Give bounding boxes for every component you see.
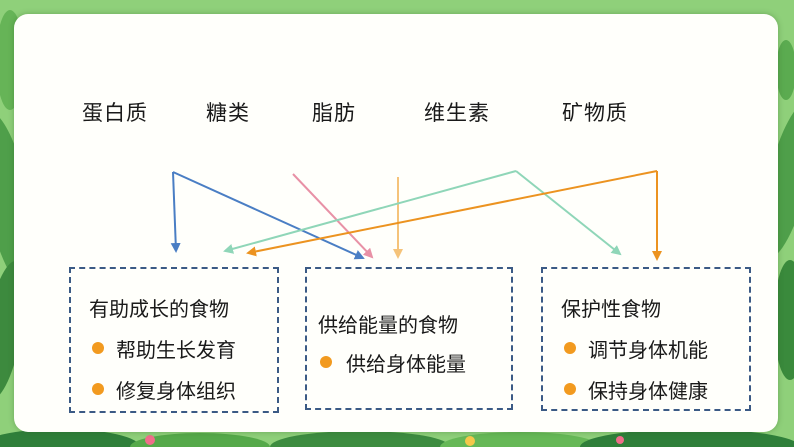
protein-arrow-to-energy [172,171,365,260]
growth-item-1: 帮助生长发育 [116,338,236,362]
vitamin-arrow-to-protective [515,170,622,256]
bullet-dot [92,342,104,354]
mineral-arrow-to-growth [246,170,658,257]
sugar-arrow-to-energy [292,173,374,259]
growth-food-title: 有助成长的食物 [89,297,229,321]
energy-item-1: 供给身体能量 [346,352,466,376]
protein-arrow-to-growth [170,171,181,253]
nutrient-sugar: 糖类 [206,101,250,125]
bullet-dot [320,356,332,368]
nutrient-fat: 脂肪 [312,101,356,125]
bottom-foliage-decoration [0,429,794,447]
growth-food-box [69,267,279,413]
energy-food-box [305,267,513,410]
nutrient-protein: 蛋白质 [82,101,148,125]
energy-food-title: 供给能量的食物 [318,313,458,337]
nutrient-mineral: 矿物质 [562,101,628,125]
protective-food-box [541,267,751,411]
bullet-dot [564,342,576,354]
bullet-dot [92,383,104,395]
nutrient-vitamin: 维生素 [424,101,490,125]
protective-item-1: 调节身体机能 [588,338,708,362]
bullet-dot [564,383,576,395]
growth-item-2: 修复身体组织 [116,379,236,403]
protective-item-2: 保持身体健康 [588,379,708,403]
vitamin-arrow-to-growth [223,170,517,254]
protective-food-title: 保护性食物 [561,297,661,321]
